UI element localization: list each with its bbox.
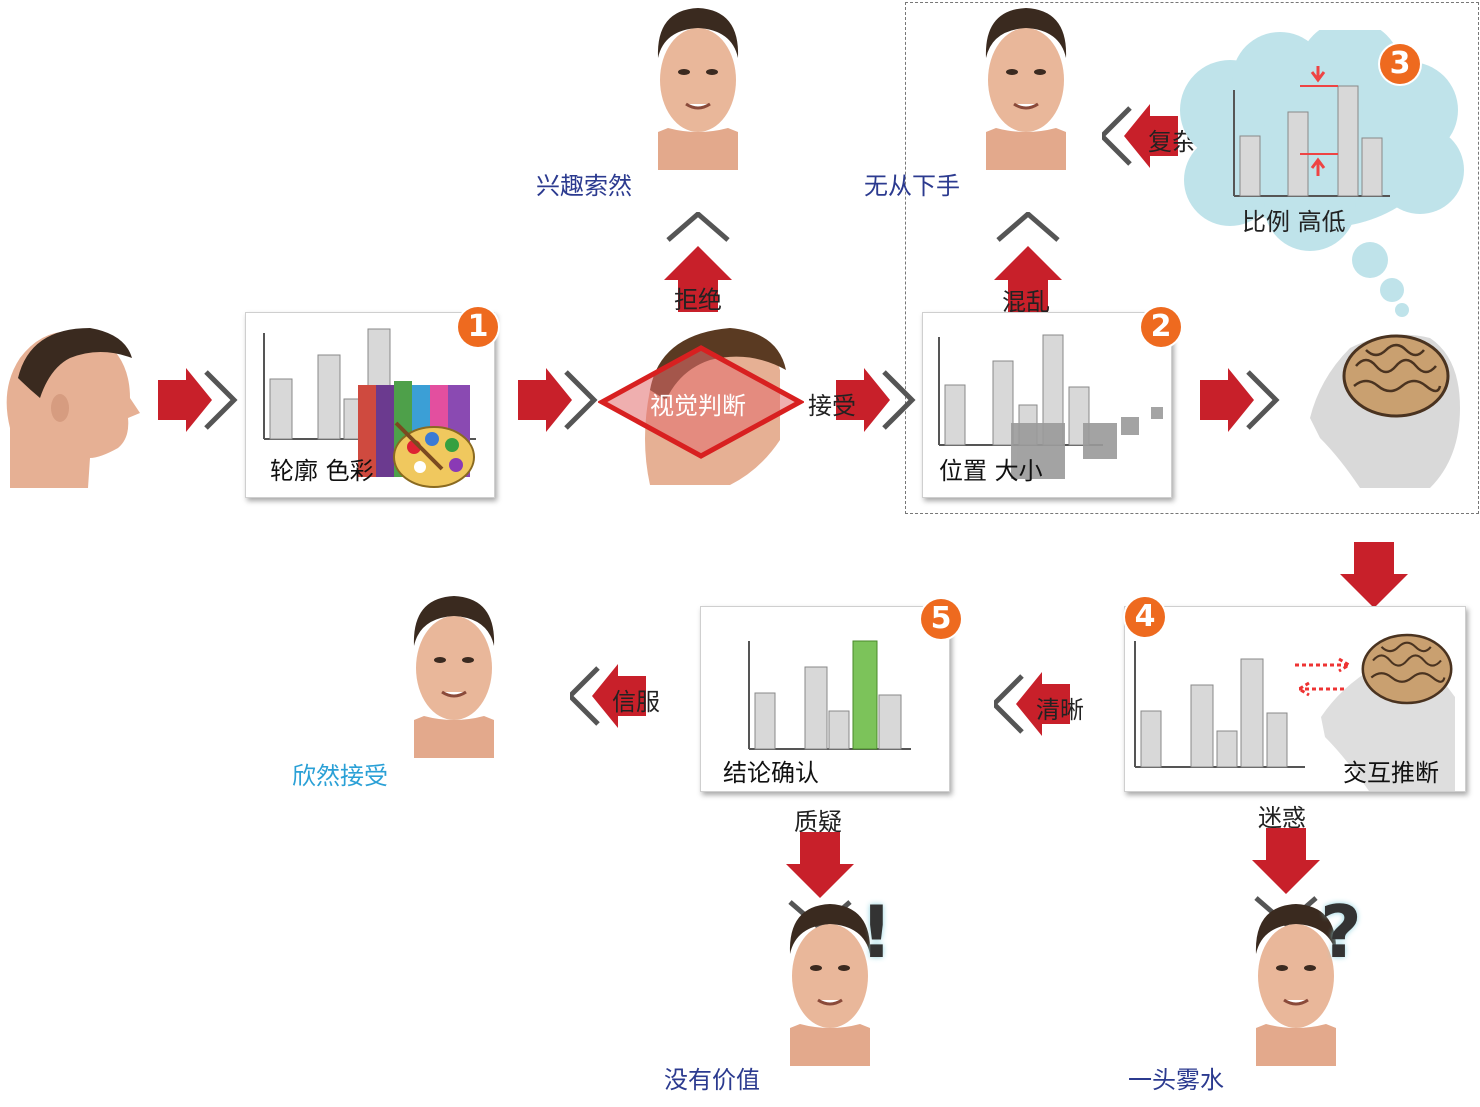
arrow-to-card1 — [158, 368, 238, 434]
doubt-label: 质疑 — [794, 808, 842, 836]
arrow-to-brain — [1200, 368, 1280, 434]
face-no-start — [984, 6, 1068, 172]
question-icon: ? — [1320, 890, 1362, 974]
diamond-label: 视觉判断 — [650, 392, 746, 420]
reaction-no-start: 无从下手 — [864, 172, 960, 200]
palette-icon — [393, 421, 475, 488]
card4-label: 交互推断 — [1343, 759, 1439, 787]
card-conclusion-confirm: 5 结论确认 — [700, 599, 961, 792]
card2-chart — [938, 334, 1163, 479]
card1-chart — [263, 328, 476, 488]
card4-chart — [1134, 633, 1455, 791]
card5-chart — [748, 640, 911, 750]
badge-5: 5 — [921, 599, 961, 639]
arrow-to-judgment — [518, 368, 598, 434]
badge-1: 1 — [458, 307, 498, 347]
focus-group-box — [905, 2, 1479, 514]
card-position-size: 2 位置 大小 — [922, 307, 1181, 498]
clear-label: 清晰 — [1036, 696, 1084, 724]
reaction-uninterested: 兴趣索然 — [536, 172, 632, 200]
card5-label: 结论确认 — [723, 759, 819, 787]
viewer-profile-face — [6, 328, 140, 488]
brain-profile-head — [1310, 334, 1460, 488]
convinced-label: 信服 — [612, 688, 660, 716]
accept-label: 接受 — [808, 392, 856, 420]
thought-cloud — [1180, 30, 1464, 317]
puzzled-label: 迷惑 — [1258, 804, 1306, 832]
card2-label: 位置 大小 — [939, 457, 1043, 485]
exclamation-icon: ! — [860, 890, 893, 974]
card1-label: 轮廓 色彩 — [270, 457, 374, 485]
visual-judgment-diamond — [598, 345, 804, 459]
face-uninterested — [656, 6, 740, 172]
card-outline-color: 1 轮廓 色彩 — [245, 307, 498, 498]
confusion-label: 混乱 — [1002, 288, 1050, 316]
face-happy — [412, 594, 496, 760]
reaction-happy: 欣然接受 — [292, 762, 388, 790]
card3-label: 比例 高低 — [1242, 208, 1346, 236]
badge-3: 3 — [1380, 44, 1420, 84]
reaction-no-value: 没有价值 — [664, 1066, 760, 1094]
reject-label: 拒绝 — [674, 286, 722, 314]
badge-4: 4 — [1125, 597, 1165, 637]
badge-2: 2 — [1141, 307, 1181, 347]
reaction-confused: 一头雾水 — [1128, 1066, 1224, 1094]
card-interactive-inference: 4 交互推断 — [1124, 597, 1466, 792]
